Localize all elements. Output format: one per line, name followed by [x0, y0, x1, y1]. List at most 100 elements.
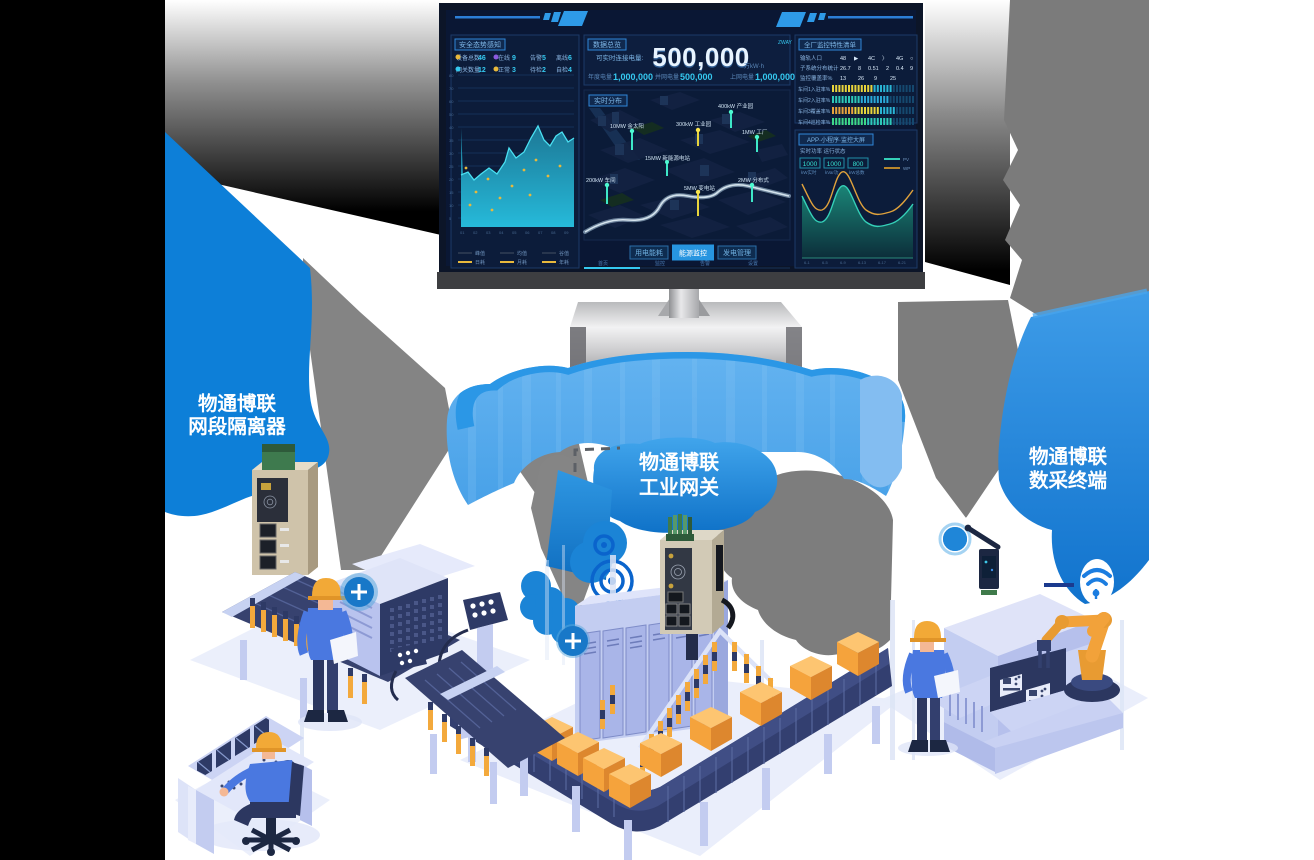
svg-text:9: 9: [874, 76, 877, 82]
svg-text:监控覆盖率%: 监控覆盖率%: [800, 74, 833, 82]
svg-text:6: 6: [568, 55, 572, 62]
svg-text:物通博联: 物通博联: [1029, 445, 1108, 468]
svg-text:20: 20: [449, 177, 454, 182]
svg-text:15MW 新能源电站: 15MW 新能源电站: [645, 154, 690, 162]
svg-text:车间3覆盖率%: 车间3覆盖率%: [798, 108, 831, 115]
svg-text:06: 06: [525, 230, 530, 235]
svg-text:均值: 均值: [517, 250, 527, 257]
svg-text:物通博联: 物通博联: [198, 392, 277, 415]
svg-text:APP·小程序·监控大屏: APP·小程序·监控大屏: [807, 136, 865, 144]
svg-text:1,000,000: 1,000,000: [613, 72, 653, 82]
svg-text:46: 46: [478, 55, 486, 62]
svg-text:30: 30: [449, 151, 454, 156]
svg-text:设备总数: 设备总数: [456, 54, 480, 62]
svg-text:25: 25: [890, 76, 896, 82]
svg-text:6-1: 6-1: [804, 260, 811, 265]
svg-text:上网电量: 上网电量: [730, 73, 754, 81]
svg-text:1000: 1000: [803, 161, 818, 168]
svg-text:2MW 分布式: 2MW 分布式: [738, 176, 769, 184]
svg-text:可实时连接电量:: 可实时连接电量:: [596, 53, 644, 62]
svg-text:在线: 在线: [498, 54, 510, 62]
svg-text:2: 2: [542, 67, 546, 74]
svg-text:○: ○: [910, 56, 913, 62]
svg-text:9: 9: [512, 55, 516, 62]
svg-text:3: 3: [512, 67, 516, 74]
svg-text:400kW 产业园: 400kW 产业园: [718, 102, 754, 110]
svg-text:全厂监控特性清单: 全厂监控特性清单: [804, 40, 857, 49]
svg-text:WP: WP: [903, 166, 910, 171]
svg-text:待检: 待检: [530, 66, 542, 74]
svg-text:年耗: 年耗: [559, 259, 569, 266]
svg-text:4G: 4G: [896, 56, 903, 62]
svg-text:48: 48: [840, 56, 846, 62]
svg-text:10MW 金太阳: 10MW 金太阳: [610, 122, 644, 130]
svg-text:kW总数: kW总数: [849, 169, 865, 176]
svg-text:6-21: 6-21: [898, 260, 907, 265]
svg-text:发电管理: 发电管理: [723, 248, 751, 257]
svg-text:01: 01: [460, 230, 465, 235]
svg-text:月耗: 月耗: [517, 260, 527, 266]
svg-text:物通博联: 物通博联: [639, 450, 719, 474]
svg-text:80: 80: [449, 73, 454, 78]
svg-text:告警: 告警: [700, 260, 710, 267]
svg-text:告警: 告警: [530, 54, 542, 62]
svg-text:谷值: 谷值: [559, 250, 569, 257]
svg-text:正常: 正常: [498, 66, 510, 74]
svg-text:年度电量: 年度电量: [588, 73, 612, 81]
svg-text:子系统分布统计: 子系统分布统计: [800, 64, 839, 72]
svg-text:离线: 离线: [556, 54, 568, 62]
svg-text:6-17: 6-17: [878, 260, 887, 265]
svg-text:500,000: 500,000: [652, 44, 749, 74]
svg-text:12: 12: [478, 67, 486, 74]
svg-text:实时功率 运行状态: 实时功率 运行状态: [800, 147, 846, 155]
svg-text:首页: 首页: [598, 260, 608, 267]
svg-text:用电能耗: 用电能耗: [635, 248, 663, 257]
svg-text:0.4: 0.4: [896, 66, 904, 72]
svg-text:PV: PV: [903, 157, 909, 162]
svg-text:1000: 1000: [827, 161, 842, 168]
svg-text:60: 60: [449, 99, 454, 104]
svg-text:35: 35: [449, 138, 454, 143]
svg-text:09: 09: [564, 230, 569, 235]
svg-text:10: 10: [449, 203, 454, 208]
svg-text:6-5: 6-5: [822, 260, 829, 265]
svg-text:车间1入驻率%: 车间1入驻率%: [798, 86, 831, 93]
svg-text:能源监控: 能源监控: [679, 249, 707, 258]
svg-text:工业网关: 工业网关: [639, 475, 719, 499]
svg-text:并网电量: 并网电量: [655, 73, 679, 81]
svg-text:50: 50: [449, 112, 454, 117]
svg-text:15: 15: [449, 190, 454, 195]
svg-text:70: 70: [449, 86, 454, 91]
svg-text:数据总览: 数据总览: [593, 40, 621, 49]
svg-text:05: 05: [512, 230, 517, 235]
svg-text:300kW 工业园: 300kW 工业园: [676, 120, 712, 128]
svg-text:04: 04: [499, 230, 504, 235]
svg-text:13: 13: [840, 76, 846, 82]
svg-text:40: 40: [449, 125, 454, 130]
svg-text:4: 4: [568, 67, 572, 74]
svg-text:4C: 4C: [868, 56, 875, 62]
svg-text:26: 26: [858, 76, 864, 82]
svg-text:08: 08: [551, 230, 556, 235]
svg-text:5: 5: [449, 216, 452, 221]
svg-text:1MW 工厂: 1MW 工厂: [742, 129, 768, 136]
svg-text:峰值: 峰值: [475, 250, 485, 257]
svg-text:〉: 〉: [882, 55, 888, 62]
svg-text:5MW 变电站: 5MW 变电站: [684, 184, 715, 192]
svg-text:8: 8: [858, 66, 861, 72]
svg-text:kW实时: kW实时: [801, 169, 817, 176]
svg-text:1,000,000: 1,000,000: [755, 72, 795, 82]
svg-text:0.51: 0.51: [868, 66, 879, 72]
svg-text:网段隔离器: 网段隔离器: [188, 415, 286, 438]
svg-text:02: 02: [473, 230, 478, 235]
svg-text:▶: ▶: [854, 56, 859, 62]
svg-text:万kW·h: 万kW·h: [744, 63, 764, 70]
svg-text:数采终端: 数采终端: [1029, 469, 1108, 492]
svg-text:网关数量: 网关数量: [456, 66, 480, 74]
svg-text:07: 07: [538, 230, 543, 235]
svg-text:9: 9: [910, 66, 913, 72]
svg-text:200kW 车间: 200kW 车间: [586, 176, 616, 184]
svg-text:车间2入驻率%: 车间2入驻率%: [798, 97, 831, 104]
svg-text:设置: 设置: [748, 260, 758, 267]
svg-text:800: 800: [853, 161, 864, 168]
